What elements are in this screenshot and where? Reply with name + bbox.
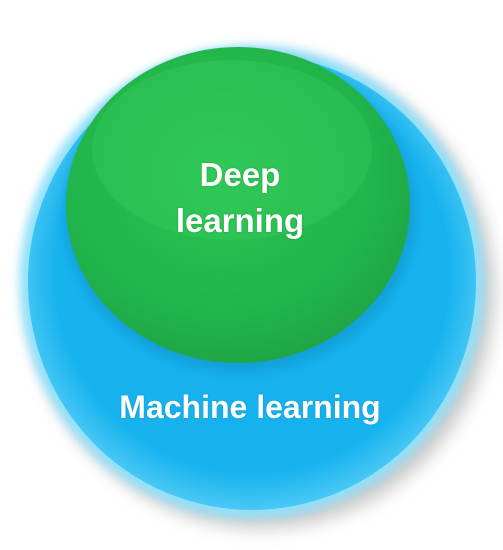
deep-learning-highlight bbox=[92, 60, 372, 240]
deep-learning-label-line1: Deep bbox=[199, 156, 281, 193]
deep-learning-circle bbox=[66, 47, 410, 363]
machine-learning-label: Machine learning bbox=[119, 389, 381, 425]
deep-learning-label-line2: learning bbox=[175, 202, 305, 239]
deep-learning-label: Deep learning bbox=[140, 152, 340, 244]
